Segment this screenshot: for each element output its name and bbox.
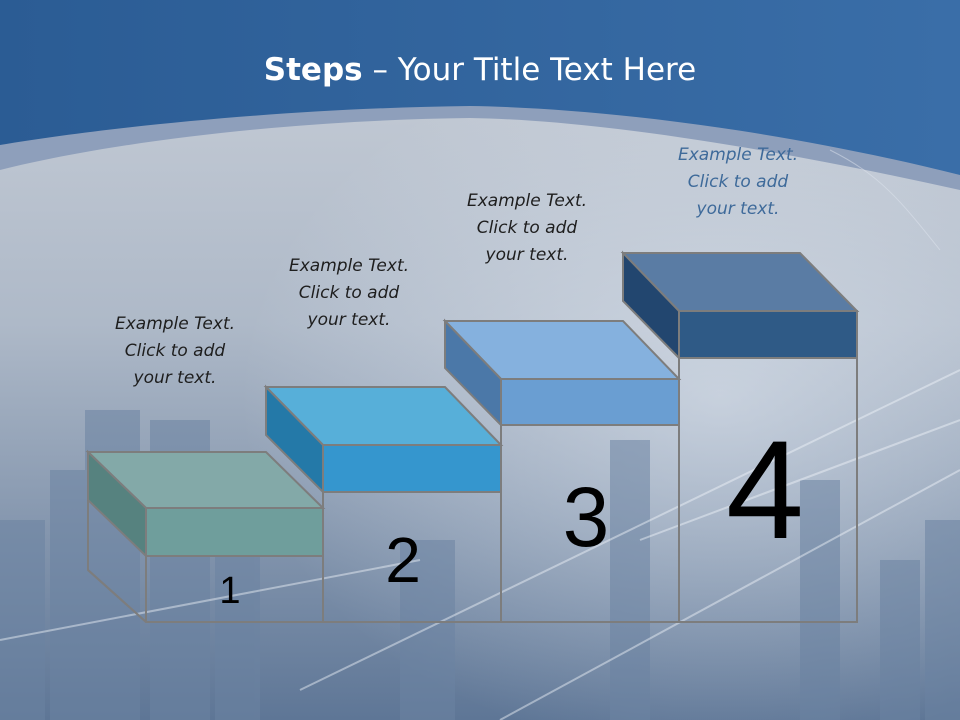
title-rest: – Your Title Text Here: [362, 52, 697, 88]
caption-line: Example Text.: [288, 256, 410, 276]
caption-line: your text.: [133, 368, 217, 388]
caption-line: Example Text.: [114, 314, 236, 334]
step-1-number: 1: [219, 570, 241, 612]
step-4-caption[interactable]: Example Text. Click to add your text.: [648, 142, 828, 223]
step-2-number: 2: [385, 524, 421, 596]
caption-line: Click to add: [298, 283, 400, 303]
step-4-block[interactable]: [620, 250, 860, 361]
city-skyline: [0, 410, 960, 720]
caption-line: your text.: [696, 199, 780, 219]
caption-line: Example Text.: [466, 191, 588, 211]
step-4-number: 4: [726, 411, 804, 568]
caption-line: your text.: [485, 245, 569, 265]
title-bold: Steps: [263, 52, 363, 88]
step-1-caption[interactable]: Example Text. Click to add your text.: [85, 311, 265, 392]
step-2-caption[interactable]: Example Text. Click to add your text.: [259, 253, 439, 334]
page-title: Steps – Your Title Text Here: [0, 52, 960, 88]
steps-frame: [87, 358, 858, 623]
step-1-block[interactable]: [85, 449, 326, 559]
caption-line: your text.: [307, 310, 391, 330]
caption-line: Example Text.: [677, 145, 799, 165]
caption-line: Click to add: [476, 218, 578, 238]
caption-line: Click to add: [124, 341, 226, 361]
step-3-number: 3: [562, 470, 610, 564]
title-banner: [0, 0, 960, 175]
step-3-caption[interactable]: Example Text. Click to add your text.: [437, 188, 617, 269]
step-3-block[interactable]: [442, 318, 682, 428]
light-streaks: [0, 369, 960, 720]
caption-line: Click to add: [687, 172, 789, 192]
step-2-block[interactable]: [263, 384, 504, 495]
